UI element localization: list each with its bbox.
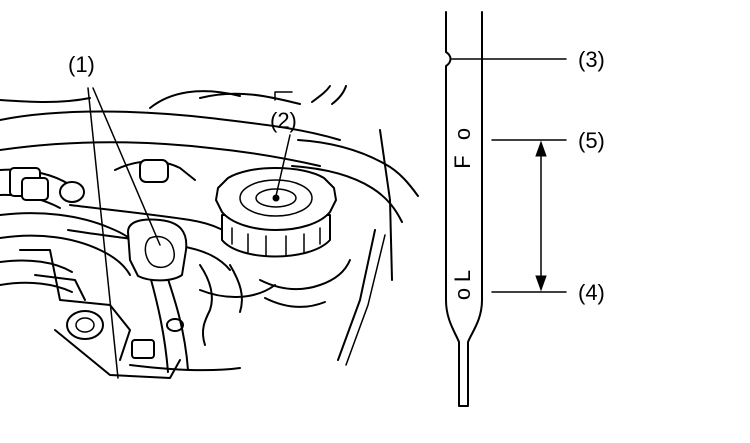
left-pipe-3 [0, 259, 73, 273]
left-block-2 [21, 177, 49, 201]
engine-bay-illustration [0, 85, 419, 379]
dipstick-handle [127, 218, 188, 282]
right-strut [337, 229, 376, 361]
dipstick-detail: o F L o [445, 11, 567, 407]
callout-2: (2) [270, 108, 297, 133]
range-arrow-bottom [535, 275, 547, 292]
top-arc-2 [331, 85, 347, 105]
leader-line-2 [275, 134, 291, 197]
filler-neck-left [199, 264, 213, 346]
bottom-line [129, 364, 241, 372]
callout-5: (5) [578, 128, 605, 153]
left-pipe-1 [0, 212, 146, 256]
top-arc-1 [311, 85, 331, 103]
top-bracket [274, 91, 293, 101]
upper-hose-top [0, 110, 341, 141]
left-fitting [59, 181, 85, 203]
right-strut-inner [345, 234, 386, 366]
oil-filler-cap-ring [239, 179, 313, 217]
callout-3: (3) [578, 47, 605, 72]
oil-filler-cap-ridges [231, 227, 321, 257]
right-hose-lower [291, 165, 403, 223]
center-clamp [139, 159, 169, 183]
lower-bolt-left-inner [75, 317, 95, 333]
top-left-hose [0, 97, 91, 103]
full-mark-dot: o [450, 128, 475, 140]
leader-line-1-b [87, 87, 119, 379]
lower-right-hose [259, 259, 351, 291]
full-mark: F [450, 155, 475, 168]
lower-bolt-center [166, 318, 184, 332]
lower-bracket-inner [34, 274, 86, 301]
range-arrow-top [535, 140, 547, 157]
lower-bolt-left [66, 310, 104, 340]
lower-right-hose-2 [264, 297, 326, 308]
dipstick-blade [445, 11, 483, 407]
callout-1: (1) [68, 52, 95, 77]
left-pipe-2 [0, 234, 131, 276]
left-pipe-4 [0, 281, 73, 293]
filler-base-curve [199, 284, 276, 298]
oil-filler-cap-center [255, 188, 297, 208]
low-mark: L [450, 270, 475, 282]
upper-hose-bottom [0, 141, 321, 167]
dipstick-tube-inner [149, 275, 169, 373]
low-mark-dot: o [450, 288, 475, 300]
callout-4: (4) [578, 280, 605, 305]
leader-line-1 [92, 87, 161, 246]
right-frame-edge [379, 129, 393, 281]
lower-small-block [131, 339, 155, 359]
top-right-hose [199, 92, 301, 105]
lower-bracket [19, 249, 131, 361]
dipstick-handle-ring [144, 235, 175, 268]
filler-neck-right [229, 264, 243, 313]
